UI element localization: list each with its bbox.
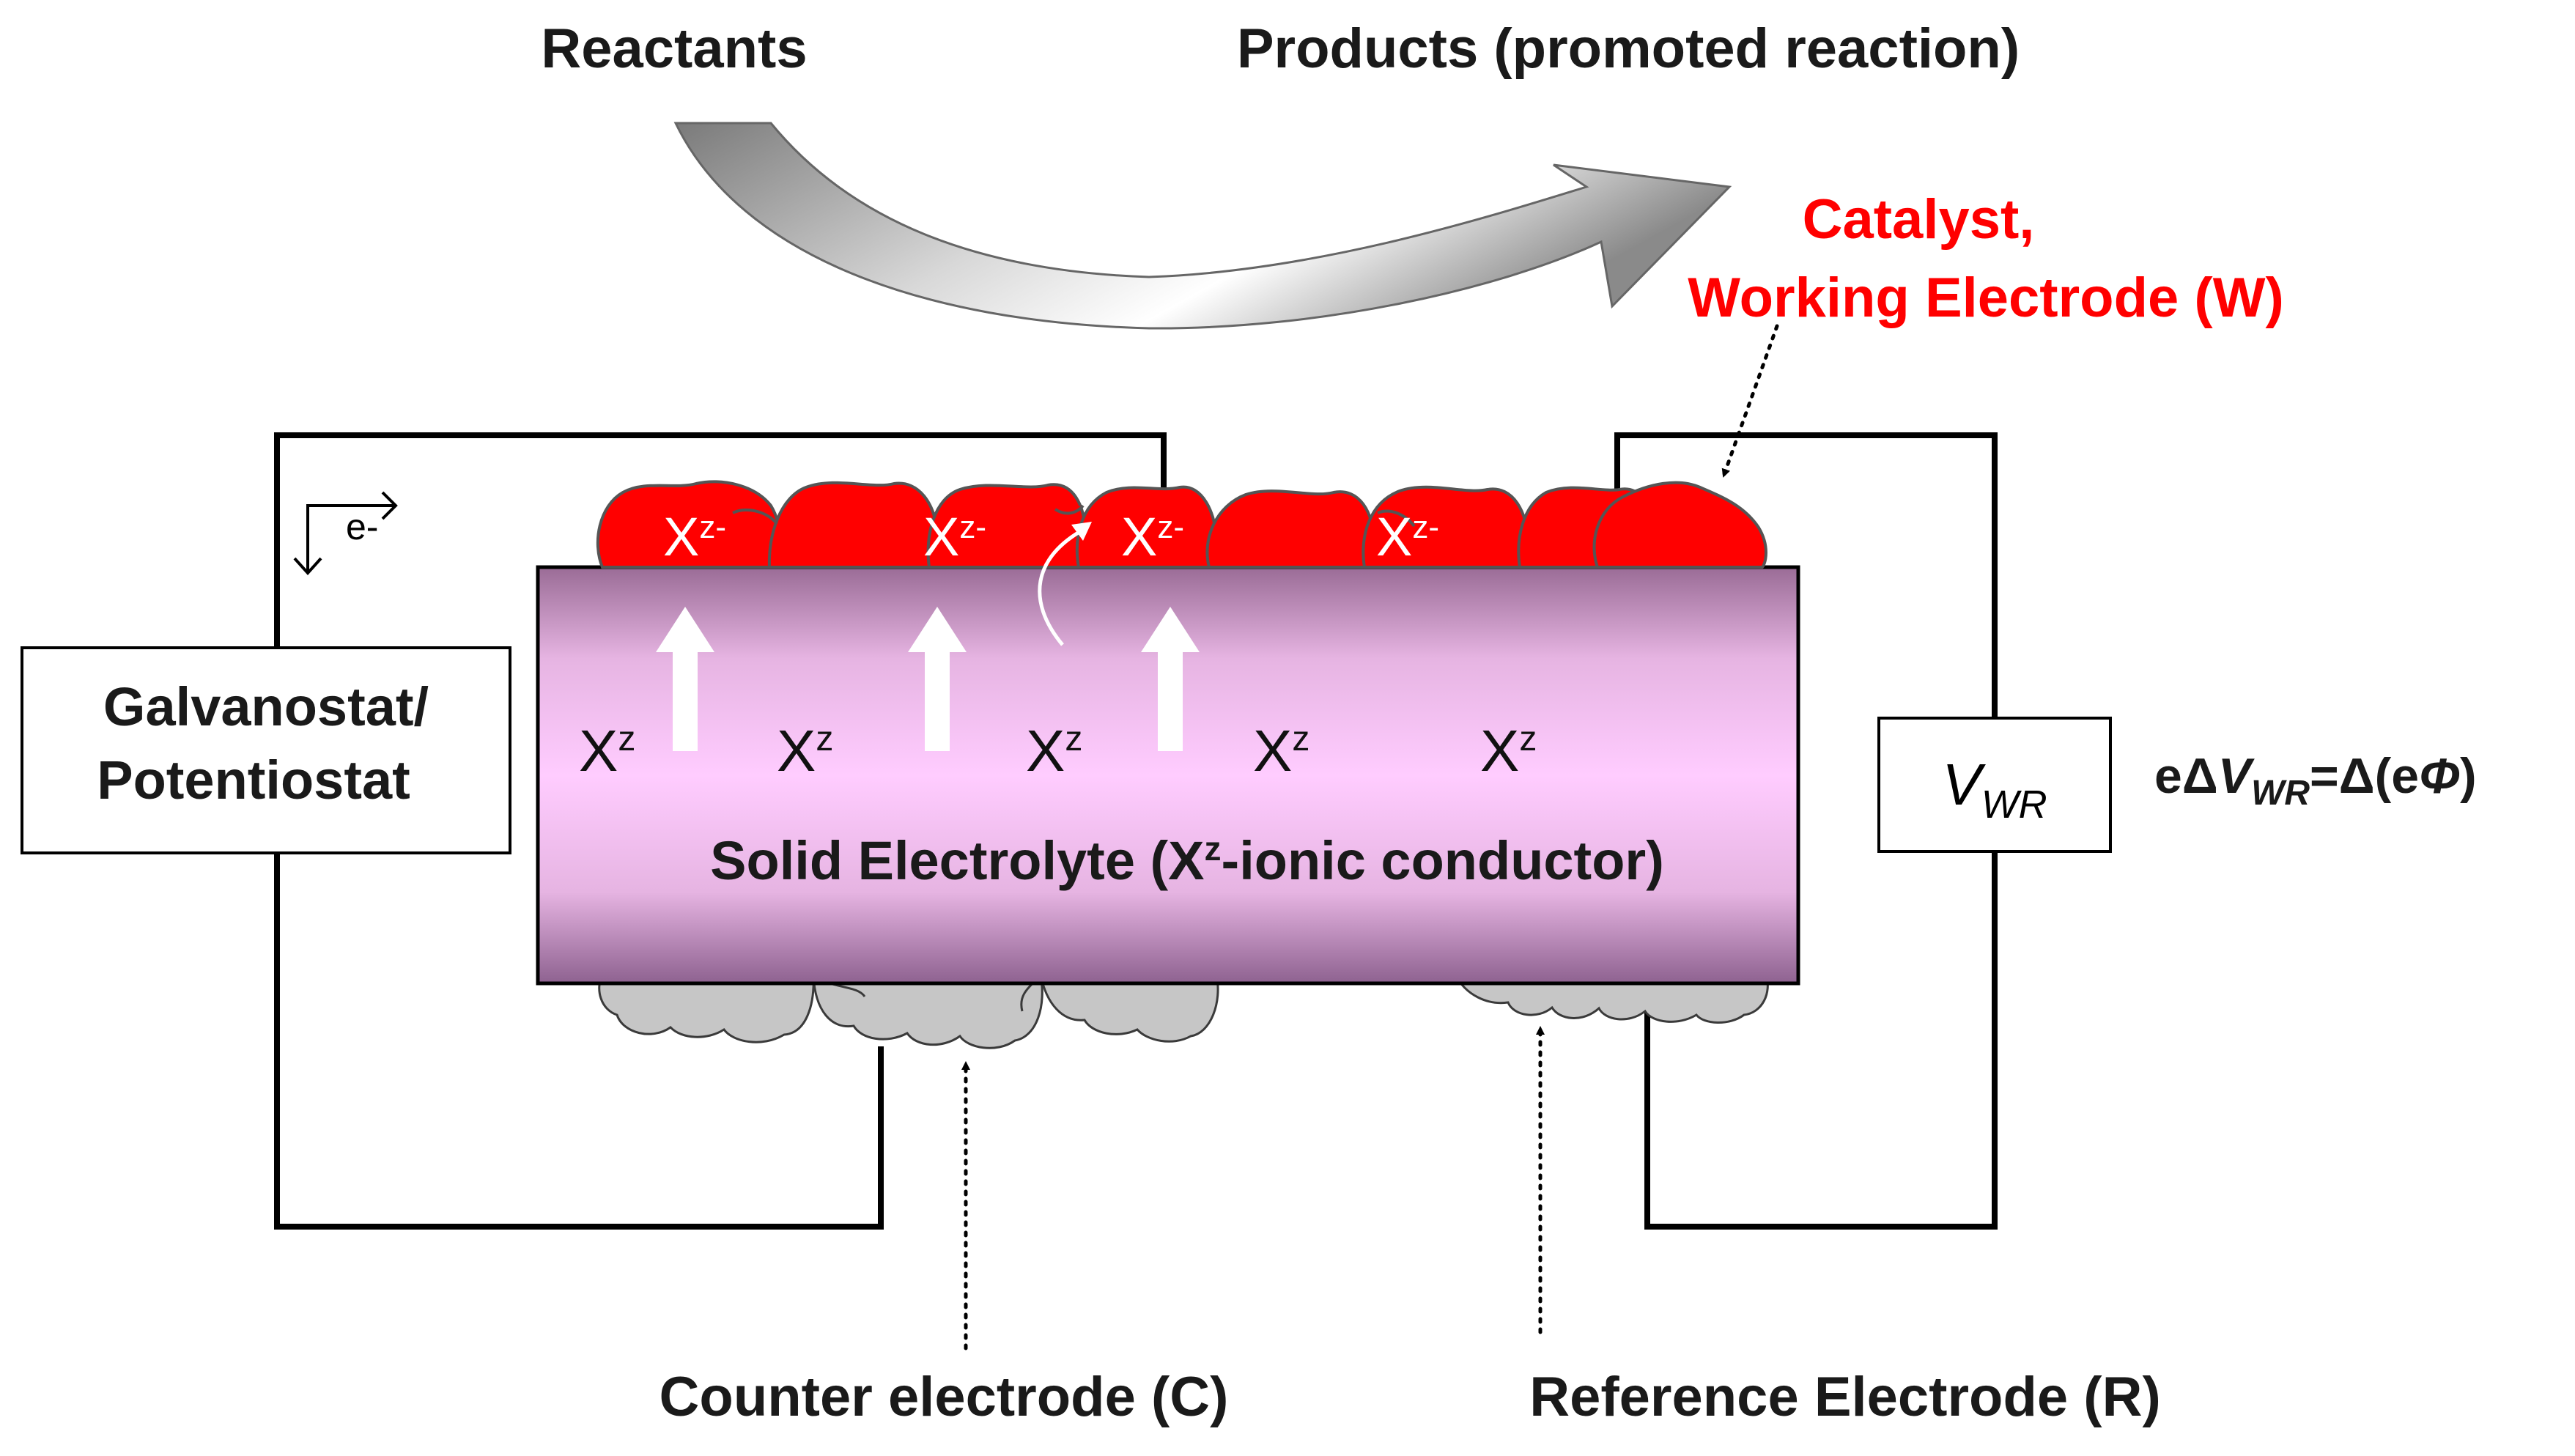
galvanostat-box xyxy=(21,646,511,854)
counter-electrode-label: Counter electrode (C) xyxy=(660,1366,1229,1428)
bulk-ions: Xz Xz Xz Xz Xz xyxy=(579,718,1537,783)
work-function-equation: eΔVWR=Δ(eΦ) xyxy=(2154,748,2477,813)
bulk-ion: Xz xyxy=(1480,718,1537,783)
catalyst-particles xyxy=(596,480,1767,569)
migration-arrow xyxy=(1141,607,1200,751)
surface-ion: Xz- xyxy=(1121,506,1184,567)
electrolyte-label: Solid Electrolyte (Xz-ionic conductor) xyxy=(710,829,1664,891)
working-electrode-label: Working Electrode (W) xyxy=(1688,267,2284,329)
surface-ion: Xz- xyxy=(663,506,726,567)
surface-ion: Xz- xyxy=(923,506,986,567)
reactants-label: Reactants xyxy=(541,18,807,80)
bulk-ion: Xz xyxy=(1026,718,1082,783)
ion-migration-arrows xyxy=(656,607,1200,751)
products-label: Products (promoted reaction) xyxy=(1237,18,2020,80)
surface-ions: Xz- Xz- Xz- Xz- xyxy=(663,506,1439,567)
surface-ion: Xz- xyxy=(1376,506,1439,567)
electron-flow-arrow xyxy=(293,491,398,575)
bulk-ion: Xz xyxy=(579,718,635,783)
galvanostat-label-line2: Potentiostat xyxy=(97,750,410,810)
bulk-ion: Xz xyxy=(777,718,833,783)
electron-label: e- xyxy=(346,506,378,547)
catalyst-pointer xyxy=(1721,324,1779,478)
catalyst-label: Catalyst, xyxy=(1803,188,2035,251)
spillover-arrowhead xyxy=(1071,522,1092,541)
bulk-ion: Xz xyxy=(1253,718,1309,783)
counter-electrode-particles xyxy=(598,973,1219,1049)
reference-electrode-particles xyxy=(1453,973,1769,1024)
voltmeter-box xyxy=(1877,717,2112,853)
migration-arrow xyxy=(656,607,714,751)
galvanostat-circuit-wire xyxy=(274,432,1167,1230)
galvanostat-label-line1: Galvanostat/ xyxy=(103,676,429,737)
voltmeter-label: VWR xyxy=(1942,752,2047,827)
reaction-flow-arrow xyxy=(673,122,1732,330)
reference-electrode-label: Reference Electrode (R) xyxy=(1529,1366,2161,1428)
voltmeter-circuit-wire xyxy=(1614,432,1998,1230)
migration-arrow xyxy=(908,607,967,751)
spillover-arrow xyxy=(1038,527,1086,646)
